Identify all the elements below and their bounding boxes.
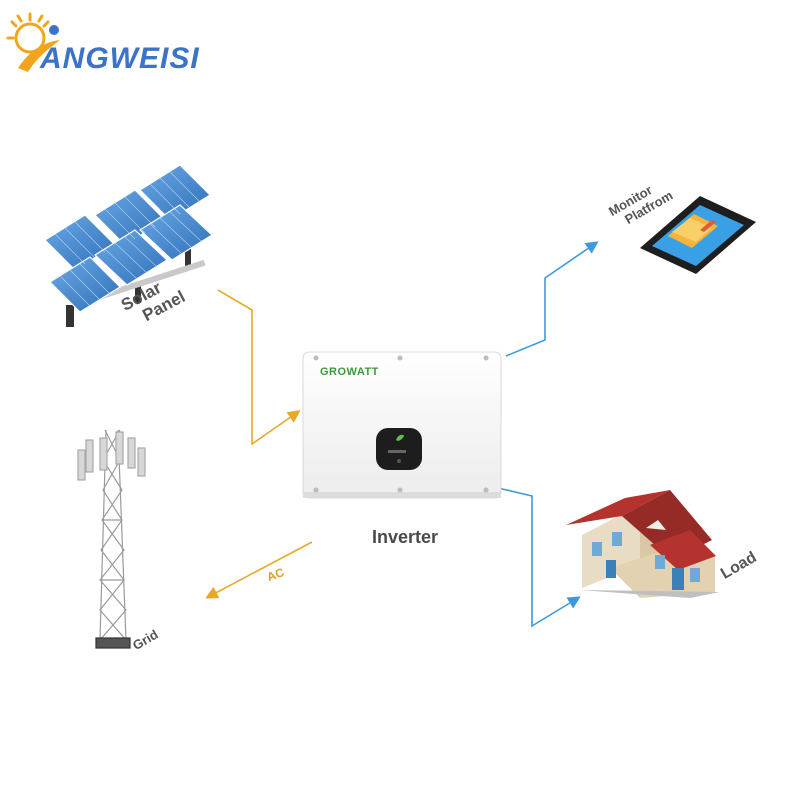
logo-sun-icon [6, 12, 60, 72]
logo-wordmark: ANGWEISI [40, 42, 200, 75]
grid-tower-icon [77, 429, 146, 649]
solar-panel-array-icon [44, 164, 213, 327]
dc-flow-line [217, 289, 301, 446]
load-flow-line [497, 487, 581, 628]
inverter-icon [302, 351, 502, 499]
house-icon [566, 490, 720, 598]
inverter-label: Inverter [372, 527, 439, 547]
monitor-flow-line [505, 241, 599, 357]
ac-grid-flow-line [205, 541, 313, 599]
inverter-brand-logo: GROWATT [320, 366, 379, 378]
inverter-display [376, 428, 422, 470]
monitor-phone-icon [640, 196, 756, 274]
